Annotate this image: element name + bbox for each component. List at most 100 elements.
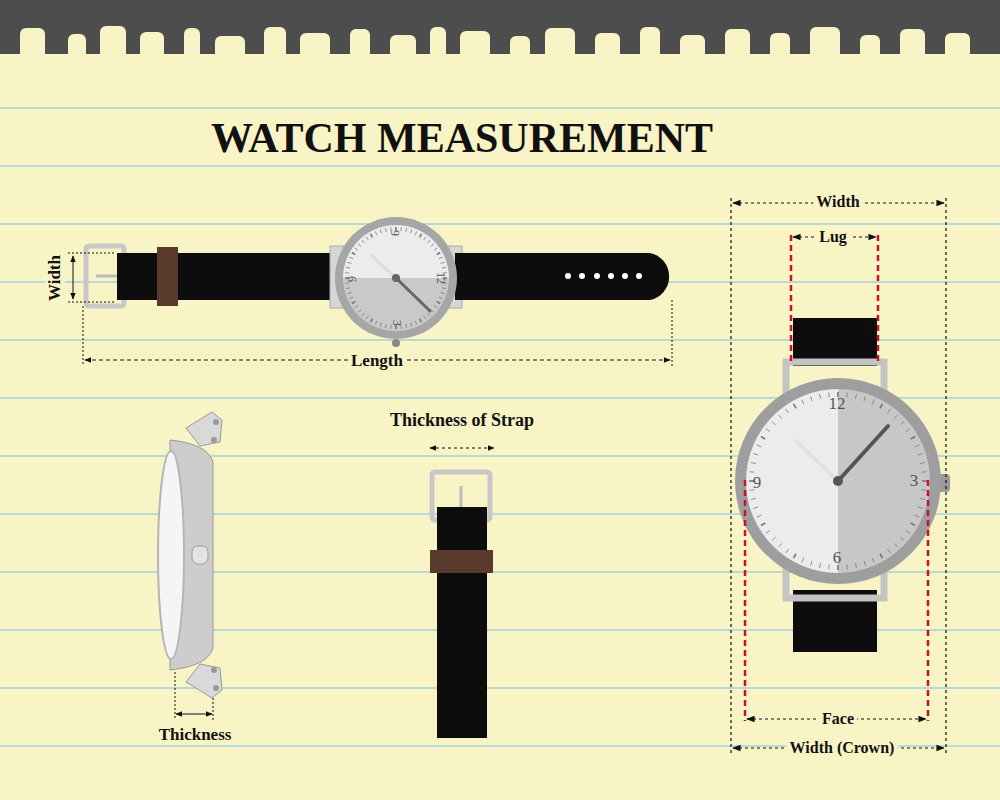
dimension-label: Width — [813, 193, 862, 211]
dial-tick — [362, 240, 365, 243]
dial-tick — [441, 262, 445, 263]
dial-tick — [794, 554, 797, 558]
dial-tick — [420, 319, 422, 322]
dial-tick — [371, 234, 373, 237]
dial-tick — [405, 228, 407, 232]
dial-tick — [810, 561, 812, 566]
dial-tick — [415, 321, 417, 325]
dial-tick — [778, 543, 781, 547]
dial-tick — [786, 409, 789, 413]
dial-tick — [437, 302, 440, 304]
dial-tick — [894, 415, 897, 419]
dial-tick — [424, 316, 426, 319]
dial-tick — [375, 321, 377, 325]
dial-tick — [906, 530, 910, 533]
dial-tick — [751, 498, 756, 499]
dial-numeral: 6 — [344, 276, 357, 282]
dimension-label: Thickness of Strap — [387, 411, 537, 431]
dial-numeral: 12 — [829, 395, 846, 414]
dial-tick — [751, 462, 756, 463]
dial-tick — [411, 323, 412, 327]
dial-tick — [922, 489, 927, 491]
dial-tick — [761, 437, 765, 440]
dial-tick — [362, 313, 365, 316]
dial-tick — [385, 228, 387, 232]
dial-tick — [434, 248, 437, 250]
ruled-line — [0, 223, 1000, 225]
dial-tick — [442, 287, 446, 289]
dial-tick — [405, 324, 407, 328]
dial-numeral: 9 — [753, 474, 762, 493]
dial-tick — [753, 507, 758, 509]
dial-tick — [855, 563, 856, 568]
dial-tick — [911, 437, 915, 440]
dimension-lines — [68, 253, 672, 720]
dial-tick — [911, 523, 915, 526]
dial-tick — [439, 257, 443, 259]
dial-numeral: 3 — [910, 472, 919, 491]
dial-tick — [352, 253, 355, 255]
ruled-lines — [0, 108, 1000, 746]
page-title: WATCH MEASUREMENT — [211, 115, 713, 161]
dial-tick — [772, 421, 776, 424]
dial-tick — [442, 267, 446, 269]
dial-tick — [757, 515, 762, 517]
dial-tick — [757, 445, 762, 447]
dial-tick — [846, 392, 848, 397]
dial-tick — [819, 563, 820, 568]
dial-tick — [437, 253, 440, 255]
dial-tick — [864, 561, 866, 566]
front-watch — [735, 318, 950, 652]
dial-tick — [345, 272, 349, 273]
dial-tick — [415, 231, 417, 235]
dial-tick — [346, 287, 350, 289]
dial-tick — [766, 429, 770, 432]
dial-tick — [880, 554, 883, 558]
dial-tick — [366, 316, 368, 319]
dial-tick — [918, 453, 923, 455]
dial-tick — [427, 313, 430, 316]
dial-tick — [424, 237, 426, 240]
dial-numeral: 3 — [389, 320, 402, 326]
dial-numeral: 9 — [387, 230, 400, 236]
dial-tick — [872, 558, 874, 563]
dial-tick — [380, 229, 381, 233]
dial-tick — [347, 293, 351, 294]
dial-tick — [345, 282, 349, 283]
side-watch — [158, 412, 222, 698]
dial-tick — [887, 549, 890, 553]
dial-tick — [375, 231, 377, 235]
dial-tick — [900, 421, 904, 424]
dial-tick — [431, 244, 434, 247]
dial-tick — [420, 234, 422, 237]
front-dimension-lines — [731, 198, 946, 755]
dial-tick — [772, 537, 776, 540]
dial-tick — [864, 396, 866, 401]
dial-tick — [366, 237, 368, 240]
dimension-label: Lug — [816, 228, 850, 246]
dial-tick — [900, 537, 904, 540]
dial-tick — [411, 229, 412, 233]
dial-tick — [778, 415, 781, 419]
dial-tick — [802, 558, 804, 563]
dial-tick — [385, 324, 387, 328]
dial-tick — [872, 400, 874, 405]
dial-tick — [749, 471, 754, 473]
dial-tick — [761, 523, 765, 526]
dial-tick — [920, 498, 925, 499]
dial-tick — [346, 267, 350, 269]
dial-tick — [434, 306, 437, 308]
dial-tick — [371, 319, 373, 322]
dimension-label: Width (Crown) — [787, 739, 898, 757]
strap — [430, 472, 493, 738]
dial-tick — [794, 404, 797, 408]
dial-tick — [915, 515, 920, 517]
dimension-label: Face — [819, 710, 857, 728]
dial-tick — [880, 404, 883, 408]
dial-tick — [887, 409, 890, 413]
dial-tick — [441, 293, 445, 294]
dial-tick — [355, 306, 358, 308]
dial-tick — [846, 565, 848, 570]
dial-tick — [922, 471, 927, 473]
